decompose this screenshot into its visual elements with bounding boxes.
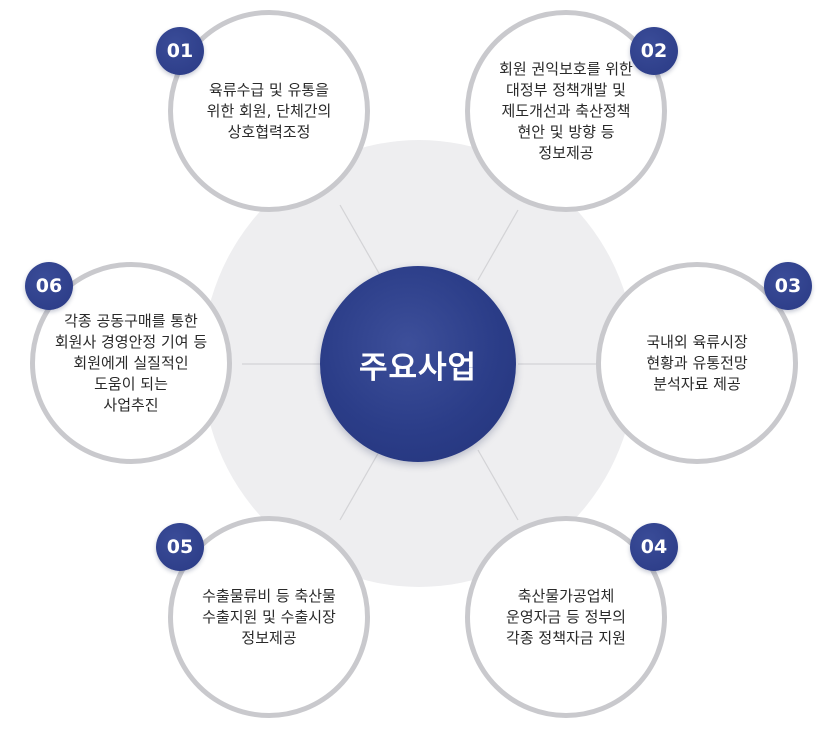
connector-line-05 — [339, 449, 381, 521]
item-badge-04: 04 — [630, 523, 678, 571]
connector-line-04 — [477, 449, 519, 521]
item-badge-01: 01 — [156, 27, 204, 75]
item-text-05: 수출물류비 등 축산물 수출지원 및 수출시장 정보제공 — [202, 586, 336, 647]
connector-line-01 — [339, 204, 381, 276]
item-text-03: 국내외 육류시장 현황과 유통전망 분석자료 제공 — [646, 332, 748, 393]
center-circle: 주요사업 — [320, 266, 516, 462]
item-circle-03: 국내외 육류시장 현황과 유통전망 분석자료 제공 — [596, 262, 798, 464]
connector-line-02 — [477, 209, 519, 281]
item-badge-02: 02 — [630, 27, 678, 75]
item-text-06: 각종 공동구매를 통한 회원사 경영안정 기여 등 회원에게 실질적인 도움이 … — [54, 311, 208, 414]
item-badge-03: 03 — [764, 262, 812, 310]
item-text-04: 축산물가공업체 운영자금 등 정부의 각종 정책자금 지원 — [506, 586, 626, 647]
item-circle-05: 수출물류비 등 축산물 수출지원 및 수출시장 정보제공 — [168, 516, 370, 718]
item-text-01: 육류수급 및 유통을 위한 회원, 단체간의 상호협력조정 — [206, 80, 332, 141]
item-circle-04: 축산물가공업체 운영자금 등 정부의 각종 정책자금 지원 — [465, 516, 667, 718]
item-badge-05: 05 — [156, 523, 204, 571]
item-text-02: 회원 권익보호를 위한 대정부 정책개발 및 제도개선과 축산정책 현안 및 방… — [499, 59, 633, 162]
item-number-02: 02 — [640, 40, 668, 62]
item-number-03: 03 — [774, 275, 802, 297]
item-badge-06: 06 — [25, 262, 73, 310]
center-label: 주요사업 — [358, 349, 478, 386]
item-number-06: 06 — [35, 275, 63, 297]
item-number-01: 01 — [166, 40, 194, 62]
item-circle-01: 육류수급 및 유통을 위한 회원, 단체간의 상호협력조정 — [168, 10, 370, 212]
item-number-05: 05 — [166, 536, 194, 558]
item-number-04: 04 — [640, 536, 668, 558]
